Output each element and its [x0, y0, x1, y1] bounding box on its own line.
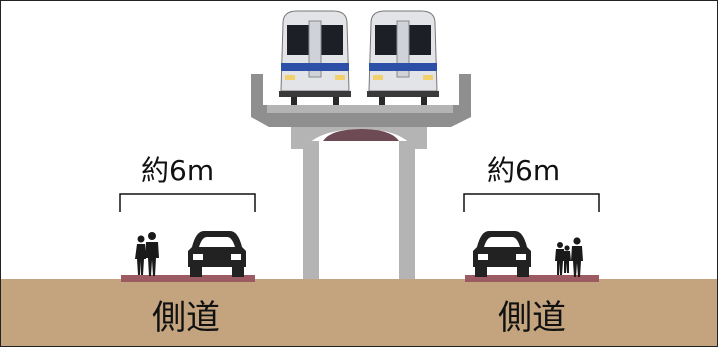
pedestrian-icon	[563, 245, 571, 273]
right-road-width-label: 約6m	[487, 154, 561, 187]
sidewalk-right	[465, 275, 599, 282]
train-icon	[367, 10, 439, 105]
viaduct-deck-top	[267, 105, 453, 113]
car-icon	[473, 231, 531, 277]
pedestrian-icon	[571, 237, 583, 277]
sidewalk-left	[121, 275, 255, 282]
pedestrian-icon	[555, 242, 565, 275]
train-icon	[279, 10, 351, 105]
left-road-width-label: 約6m	[141, 154, 215, 187]
pier-cap-shadow	[323, 129, 399, 141]
left-road-name: 側道	[152, 298, 220, 338]
viaduct	[251, 74, 471, 279]
dimension-bracket-right	[463, 193, 600, 212]
dimension-bracket-left	[119, 193, 256, 212]
right-road-name: 側道	[498, 298, 566, 338]
car-icon	[188, 231, 246, 277]
ground	[1, 279, 717, 346]
viaduct-deck	[251, 74, 471, 127]
viaduct-column-left	[303, 141, 319, 279]
pedestrian-icon	[135, 235, 146, 275]
pedestrian-icon	[145, 232, 159, 276]
viaduct-column-right	[399, 141, 415, 279]
